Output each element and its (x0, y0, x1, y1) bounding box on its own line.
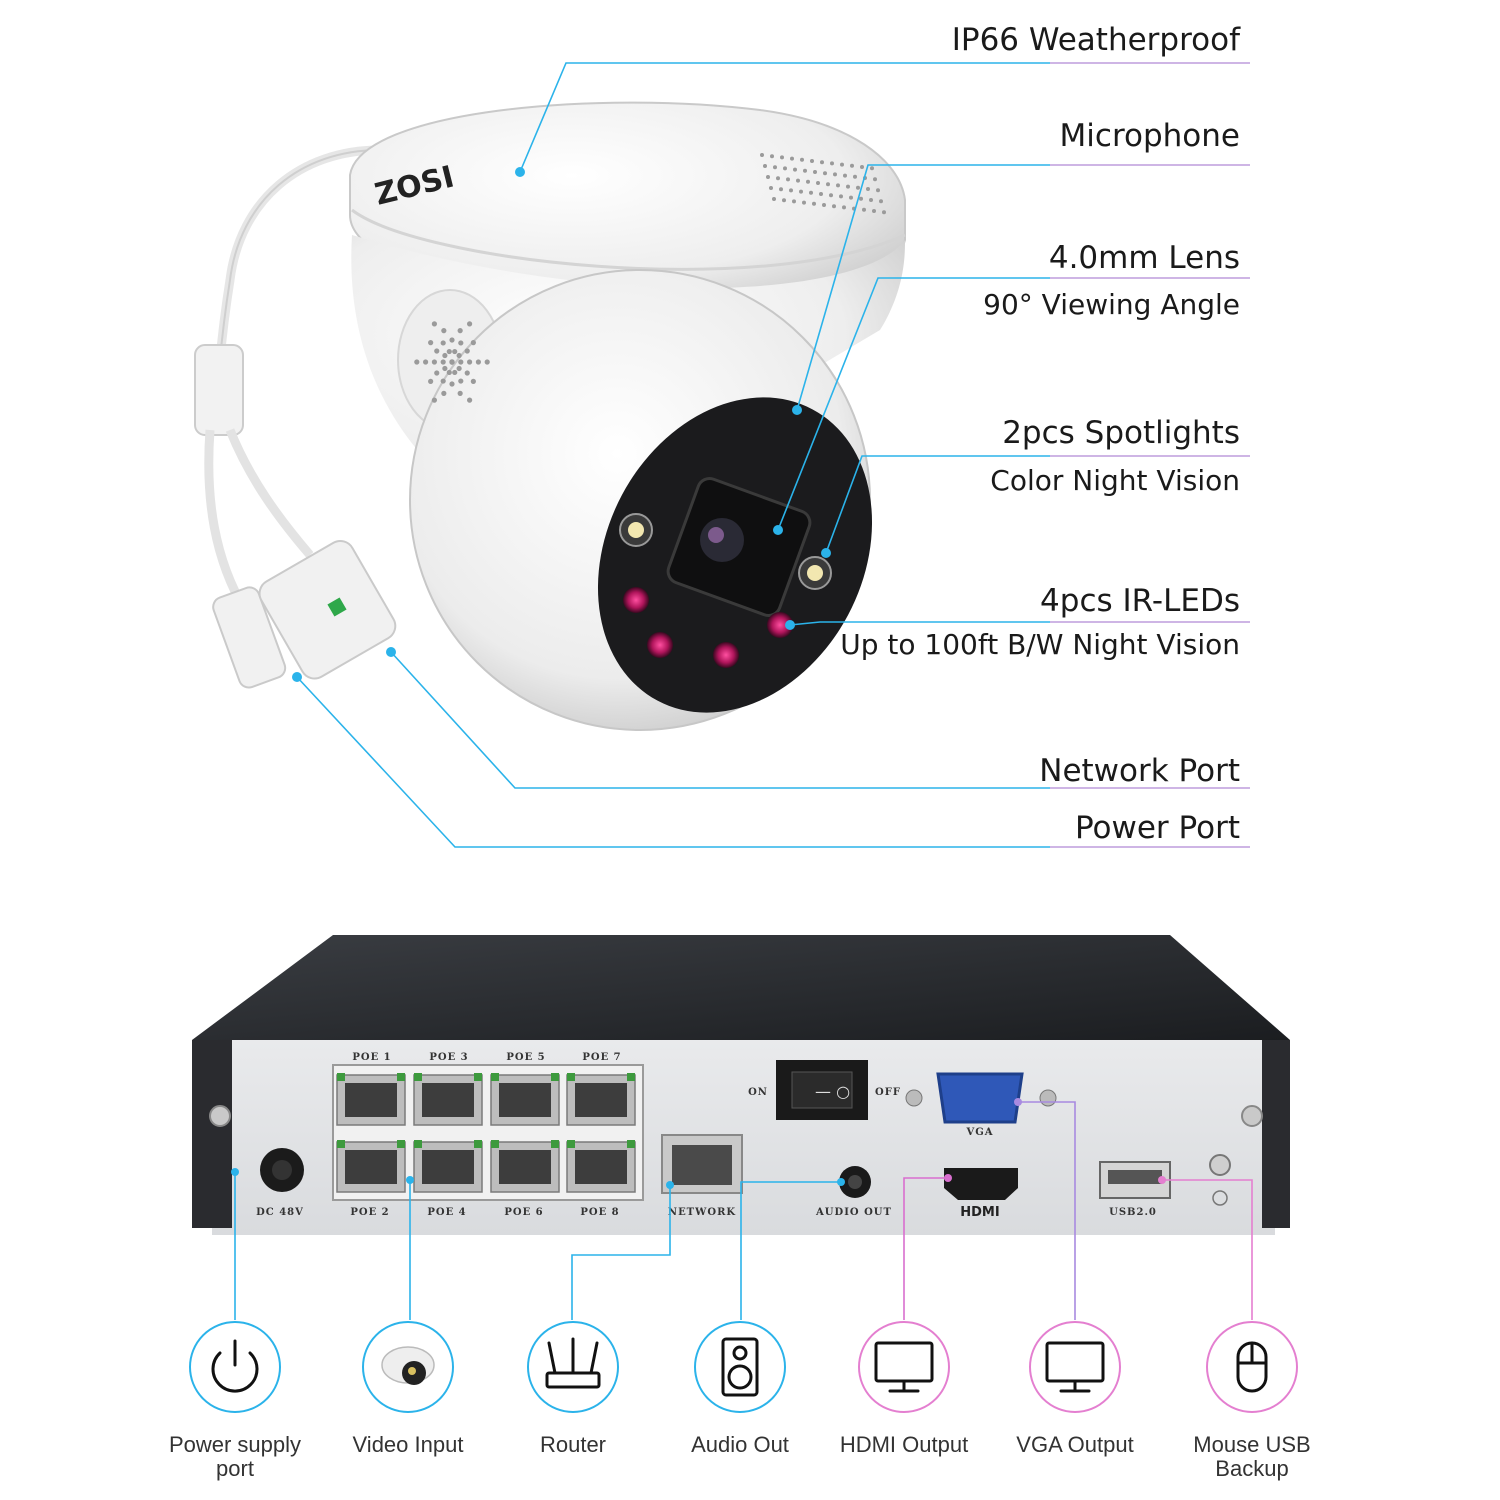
mouse-icon (1206, 1321, 1298, 1413)
audio-out-label: AUDIO OUT (815, 1207, 892, 1218)
icon-label: VGA Output (1016, 1432, 1133, 1457)
poe-top-label: POE 5 (506, 1052, 545, 1063)
poe-bottom-label: POE 4 (427, 1207, 466, 1218)
poe-top-label: POE 3 (429, 1052, 468, 1063)
icon-label: HDMI Output (840, 1432, 968, 1457)
nvr-connector-dots (231, 1098, 1166, 1189)
nvr-connector-lines (234, 1101, 1253, 1320)
vga-label: VGA (965, 1127, 993, 1138)
dc-48v-label: DC 48V (256, 1207, 304, 1218)
hdmi-label: HDMI (960, 1205, 999, 1220)
usb-label: USB2.0 (1109, 1207, 1157, 1218)
microphone-vent-holes (414, 321, 490, 403)
icon-label-line2: Backup (1215, 1456, 1288, 1481)
switch-off-label: OFF (875, 1087, 901, 1098)
callout-lens: 4.0mm Lens (1049, 240, 1240, 276)
callout-spotlights: 2pcs Spotlights (1002, 415, 1240, 451)
callout-microphone: Microphone (1060, 118, 1240, 154)
router-icon (527, 1321, 619, 1413)
monitor-icon (858, 1321, 950, 1413)
poe-bottom-label: POE 2 (350, 1207, 389, 1218)
speaker-icon (694, 1321, 786, 1413)
callout-ir-leds: 4pcs IR-LEDs (1040, 583, 1240, 619)
monitor-icon (1029, 1321, 1121, 1413)
poe-top-label: POE 7 (582, 1052, 621, 1063)
callout-lens-sub: 90° Viewing Angle (983, 288, 1240, 321)
callout-weatherproof: IP66 Weatherproof (952, 22, 1241, 58)
network-port-label: NETWORK (668, 1207, 736, 1218)
camera-icon (362, 1321, 454, 1413)
poe-bottom-label: POE 6 (504, 1207, 543, 1218)
icon-label: Video Input (353, 1432, 464, 1457)
camera-illustration (194, 101, 906, 731)
icon-label: Audio Out (691, 1432, 789, 1457)
poe-top-label: POE 1 (352, 1052, 391, 1063)
nvr-illustration (192, 935, 1290, 1235)
icon-label-line2: port (216, 1456, 254, 1481)
callout-spotlights-sub: Color Night Vision (990, 464, 1240, 497)
icon-label: Power supply (169, 1432, 301, 1457)
power-icon (189, 1321, 281, 1413)
poe-bottom-label: POE 8 (580, 1207, 619, 1218)
callout-network-port: Network Port (1039, 753, 1240, 789)
callout-ir-leds-sub: Up to 100ft B/W Night Vision (840, 628, 1240, 661)
callout-power-port: Power Port (1075, 810, 1240, 846)
switch-on-label: ON (748, 1087, 768, 1098)
callout-dots (292, 167, 831, 682)
switch-dash: — ○ (815, 1082, 850, 1101)
icon-label: Router (540, 1432, 606, 1457)
icon-label: Mouse USB (1193, 1432, 1310, 1457)
